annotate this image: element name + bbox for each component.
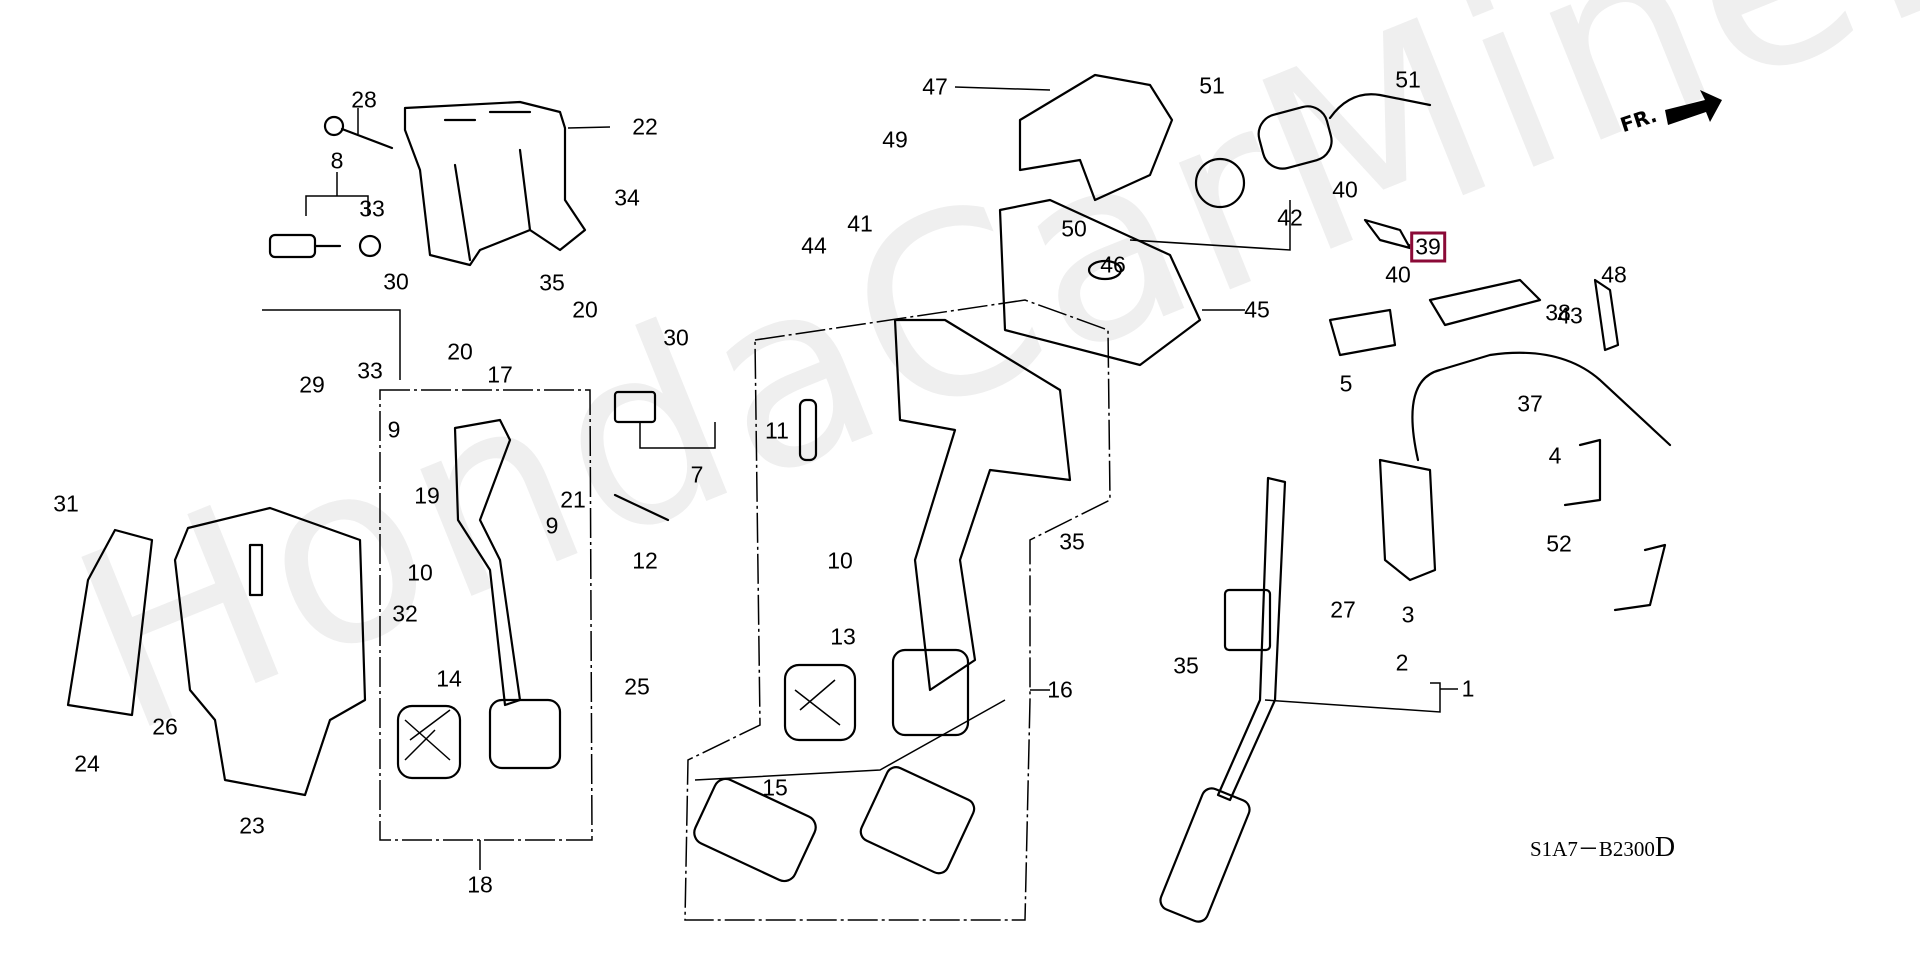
part-callout-12[interactable]: 12 [632, 547, 658, 574]
part-callout-51[interactable]: 51 [1395, 66, 1421, 93]
diagram-code-suffix: D [1654, 832, 1676, 863]
part-callout-35[interactable]: 35 [1173, 652, 1199, 679]
cover-part[interactable] [173, 506, 367, 797]
part-callout-2[interactable]: 2 [1395, 649, 1409, 676]
part-callout-27[interactable]: 27 [1330, 596, 1356, 623]
part-callout-17[interactable]: 17 [487, 361, 513, 388]
part-callout-10[interactable]: 10 [827, 547, 853, 574]
brake-pedal-pad-part[interactable] [783, 663, 857, 742]
part-callout-35[interactable]: 35 [539, 269, 565, 296]
cable-clamp-2-part[interactable] [1613, 543, 1667, 612]
part-callout-21[interactable]: 21 [560, 486, 586, 513]
part-callout-30[interactable]: 30 [663, 324, 689, 351]
part-callout-1[interactable]: 1 [1461, 675, 1475, 702]
cable-clamp-part[interactable] [1563, 438, 1602, 507]
bracket-part[interactable] [1428, 278, 1542, 327]
upper-bracket-part[interactable] [998, 198, 1202, 367]
part-callout-9[interactable]: 9 [387, 416, 401, 443]
part-callout-3[interactable]: 3 [1401, 601, 1415, 628]
part-callout-49[interactable]: 49 [882, 126, 908, 153]
part-callout-4[interactable]: 4 [1548, 442, 1562, 469]
throttle-cable[interactable] [1411, 351, 1672, 462]
part-callout-24[interactable]: 24 [74, 750, 100, 777]
cover-upper-part[interactable] [1018, 73, 1174, 202]
part-callout-33[interactable]: 33 [359, 195, 385, 222]
part-callout-31[interactable]: 31 [53, 490, 79, 517]
part-callout-38[interactable]: 38 [1545, 299, 1571, 326]
part-callout-39[interactable]: 39 [1410, 231, 1446, 263]
part-callout-34[interactable]: 34 [614, 184, 640, 211]
part-callout-40[interactable]: 40 [1332, 176, 1358, 203]
part-callout-43[interactable]: 43 [1557, 302, 1583, 329]
bracket-43-part[interactable] [1593, 278, 1620, 352]
part-callout-20[interactable]: 20 [572, 296, 598, 323]
return-spring-part[interactable] [798, 398, 818, 462]
part-callout-19[interactable]: 19 [414, 482, 440, 509]
bracket-5-part[interactable] [1328, 308, 1397, 357]
part-callout-26[interactable]: 26 [152, 713, 178, 740]
part-callout-18[interactable]: 18 [467, 871, 493, 898]
brake-pedal-part[interactable] [891, 318, 1072, 737]
part-callout-25[interactable]: 25 [624, 673, 650, 700]
part-callout-20[interactable]: 20 [447, 338, 473, 365]
brake-pad-large-part[interactable] [690, 764, 977, 885]
part-callout-5[interactable]: 5 [1339, 370, 1353, 397]
part-callout-52[interactable]: 52 [1546, 530, 1572, 557]
part-callout-33[interactable]: 33 [357, 357, 383, 384]
accelerator-pedal-part[interactable] [1157, 476, 1287, 925]
pedal-pad-part[interactable] [396, 704, 462, 780]
part-callout-46[interactable]: 46 [1100, 251, 1126, 278]
cable-bracket-part[interactable] [1378, 458, 1437, 582]
pulley-part[interactable] [1194, 157, 1246, 209]
part-callout-16[interactable]: 16 [1047, 676, 1073, 703]
actuator-part[interactable] [1254, 93, 1432, 173]
part-callout-32[interactable]: 32 [392, 600, 418, 627]
bolt-part[interactable] [323, 108, 394, 150]
part-callout-41[interactable]: 41 [847, 210, 873, 237]
part-callout-30[interactable]: 30 [383, 268, 409, 295]
part-callout-47[interactable]: 47 [922, 73, 948, 100]
part-callout-10[interactable]: 10 [407, 559, 433, 586]
part-callout-22[interactable]: 22 [632, 113, 658, 140]
arrow-right-icon [1665, 90, 1722, 125]
part-callout-42[interactable]: 42 [1277, 204, 1303, 231]
part-callout-35[interactable]: 35 [1059, 528, 1085, 555]
part-callout-50[interactable]: 50 [1061, 215, 1087, 242]
part-callout-23[interactable]: 23 [239, 812, 265, 839]
part-callout-7[interactable]: 7 [690, 461, 704, 488]
part-callout-44[interactable]: 44 [801, 232, 827, 259]
stop-switch-part[interactable] [613, 390, 657, 424]
part-callout-11[interactable]: 11 [765, 417, 789, 444]
pedal-bracket-part[interactable] [403, 100, 611, 267]
part-callout-37[interactable]: 37 [1517, 390, 1543, 417]
pedal-arm-part[interactable] [453, 418, 562, 770]
heel-plate-part[interactable] [66, 528, 154, 717]
part-callout-8[interactable]: 8 [330, 147, 344, 174]
diagram-code-prefix: S1A7－B2300 [1530, 837, 1655, 861]
part-callout-14[interactable]: 14 [436, 665, 462, 692]
part-callout-13[interactable]: 13 [830, 623, 856, 650]
part-callout-29[interactable]: 29 [299, 371, 325, 398]
diagram-code: S1A7－B2300D [1530, 832, 1675, 864]
part-callout-28[interactable]: 28 [351, 86, 377, 113]
part-callout-48[interactable]: 48 [1601, 261, 1627, 288]
clip-part[interactable] [1363, 218, 1412, 250]
part-callout-9[interactable]: 9 [545, 512, 559, 539]
part-callout-40[interactable]: 40 [1385, 261, 1411, 288]
pin-part[interactable] [613, 493, 670, 522]
part-callout-51[interactable]: 51 [1199, 72, 1225, 99]
switch-part[interactable] [268, 233, 342, 259]
part-callout-45[interactable]: 45 [1244, 296, 1270, 323]
part-callout-15[interactable]: 15 [762, 774, 788, 801]
